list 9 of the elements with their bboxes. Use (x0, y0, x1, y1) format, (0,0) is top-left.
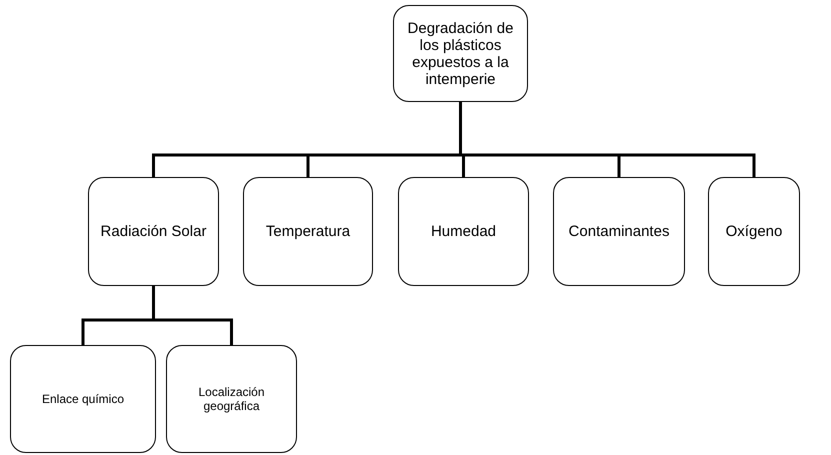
concept-box: Oxígeno (708, 177, 800, 286)
concept-box: Humedad (398, 177, 529, 286)
connector-line (152, 286, 233, 345)
concept-box: Contaminantes (553, 177, 685, 286)
concept-box: Localización geográfica (166, 345, 297, 453)
concept-box: Degradación de los plásticos expuestos a la intemperie (393, 5, 528, 102)
concept-box: Radiación Solar (88, 177, 219, 286)
concept-box: Temperatura (243, 177, 373, 286)
concept-box: Enlace químico (10, 345, 156, 453)
